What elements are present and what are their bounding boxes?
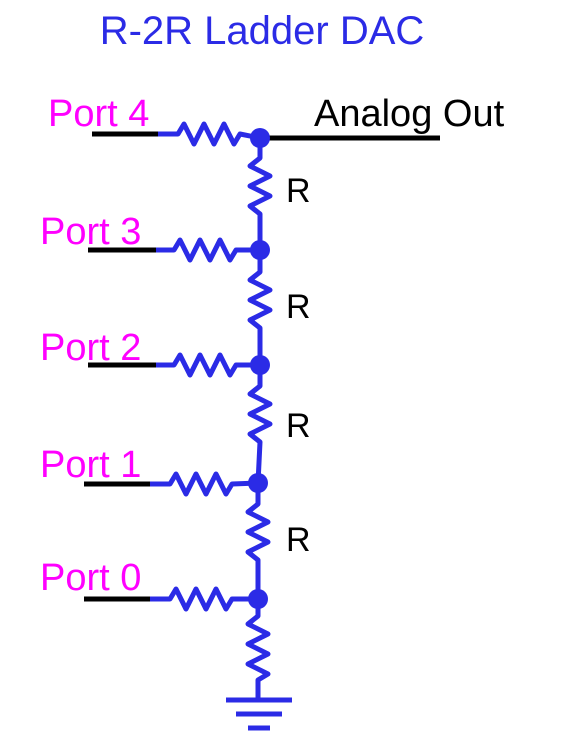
series-resistor-4-label: R bbox=[286, 521, 311, 559]
port-0-branch: Port 0 bbox=[40, 557, 258, 612]
series-resistor-2-label: R bbox=[286, 288, 311, 326]
port-2-2r-resistor bbox=[156, 352, 260, 378]
port-4-label: Port 4 bbox=[48, 93, 149, 135]
port-3-branch: Port 3 bbox=[40, 211, 260, 263]
series-resistor-3 bbox=[247, 365, 273, 484]
series-resistor-1-label: R bbox=[286, 172, 311, 210]
port-2-branch: Port 2 bbox=[40, 327, 260, 378]
junction-node bbox=[250, 128, 270, 148]
junction-node bbox=[250, 240, 270, 260]
port-3-2r-resistor bbox=[156, 237, 260, 263]
port-4-branch: Port 4 bbox=[48, 93, 261, 147]
series-resistor-1 bbox=[247, 138, 273, 250]
port-1-label: Port 1 bbox=[40, 444, 141, 486]
series-resistor-2 bbox=[247, 250, 273, 365]
port-1-2r-resistor bbox=[150, 471, 259, 497]
analog-out-label: Analog Out bbox=[314, 93, 505, 135]
junction-node bbox=[248, 473, 268, 493]
series-resistor-3-label: R bbox=[286, 407, 311, 445]
termination-resistor bbox=[245, 599, 271, 700]
port-0-label: Port 0 bbox=[40, 557, 141, 599]
junction-node bbox=[250, 355, 270, 375]
port-2-label: Port 2 bbox=[40, 327, 141, 369]
port-3-label: Port 3 bbox=[40, 211, 141, 253]
diagram-title: R-2R Ladder DAC bbox=[100, 9, 425, 53]
port-0-2r-resistor bbox=[150, 586, 258, 612]
series-resistor-4 bbox=[245, 483, 271, 599]
junction-node bbox=[248, 589, 268, 609]
port-4-2r-resistor bbox=[158, 121, 261, 147]
port-1-branch: Port 1 bbox=[40, 444, 259, 497]
ground-icon bbox=[226, 697, 292, 731]
